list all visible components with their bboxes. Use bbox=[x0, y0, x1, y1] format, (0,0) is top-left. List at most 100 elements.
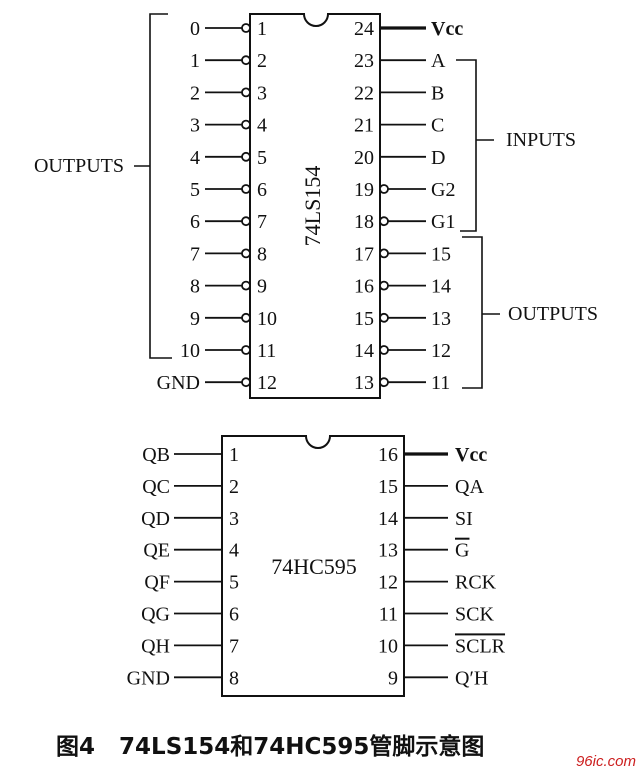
pin-number: 6 bbox=[229, 604, 239, 626]
pin-label: SCK bbox=[455, 604, 494, 626]
inversion-bubble-icon bbox=[241, 248, 251, 259]
u2-right-pin-11: 11 SCK bbox=[379, 604, 495, 626]
pin-number: 12 bbox=[257, 372, 277, 394]
pin-number: 7 bbox=[229, 635, 239, 657]
pin-number: 20 bbox=[354, 147, 374, 169]
pin-label: QA bbox=[455, 476, 484, 498]
chip-74hc595-body bbox=[221, 435, 405, 697]
u2-left-pin-4: 4QE bbox=[143, 540, 239, 562]
figure-caption: 图4 74LS154和74HC595管脚示意图 bbox=[56, 733, 484, 760]
pin-number: 6 bbox=[257, 179, 267, 201]
left-outputs-label: OUTPUTS bbox=[34, 155, 124, 177]
pin-number: 4 bbox=[257, 115, 267, 137]
pin-label: 6 bbox=[190, 211, 200, 233]
inversion-bubble-icon bbox=[379, 345, 389, 355]
pin-label: 12 bbox=[431, 340, 451, 362]
inversion-bubble-icon bbox=[241, 280, 251, 291]
pin-number: 11 bbox=[379, 604, 398, 626]
u2-left-pin-3: 3 QD bbox=[141, 508, 239, 530]
pin-number: 15 bbox=[378, 476, 398, 498]
inversion-bubble-icon bbox=[241, 216, 251, 227]
pin-label: 1 bbox=[190, 50, 200, 72]
pin-number: 13 bbox=[378, 540, 398, 562]
u2-left-pin-7: 7QH bbox=[141, 635, 239, 657]
pin-label: 14 bbox=[431, 276, 451, 298]
pin-number: 5 bbox=[229, 572, 239, 594]
u1-right-pin-21: 21 C bbox=[354, 115, 444, 137]
u1-left-pin-3: 32 bbox=[190, 82, 267, 104]
pin-label: RCK bbox=[455, 572, 497, 594]
inversion-bubble-icon bbox=[241, 87, 251, 98]
inversion-bubble-icon bbox=[241, 345, 251, 355]
pin-number: 2 bbox=[229, 476, 239, 498]
u1-right-pin-14: 14 12 bbox=[354, 340, 451, 362]
pin-label: QD bbox=[141, 508, 170, 530]
u1-left-pin-6: 65 bbox=[190, 179, 267, 201]
pin-number: 14 bbox=[378, 508, 398, 530]
pin-label: 10 bbox=[180, 340, 200, 362]
inversion-bubble-icon bbox=[379, 184, 389, 194]
pin-label: 11 bbox=[431, 372, 450, 394]
pin-label: 5 bbox=[190, 179, 200, 201]
watermark: 96ic.com bbox=[576, 753, 636, 769]
pin-number: 21 bbox=[354, 115, 374, 137]
pin-number: 7 bbox=[257, 211, 267, 233]
inputs-label: INPUTS bbox=[506, 129, 576, 151]
inversion-bubble-icon bbox=[379, 312, 389, 323]
u2-left-pin-5: 5QF bbox=[144, 572, 239, 594]
u2-right-pin-15: 15 QA bbox=[378, 476, 484, 498]
pin-number: 3 bbox=[229, 508, 239, 530]
inversion-bubble-icon bbox=[379, 248, 389, 259]
u1-left-pin-2: 21 bbox=[190, 50, 267, 72]
pin-number: 8 bbox=[229, 667, 239, 689]
pin-number: 1 bbox=[229, 444, 239, 466]
inversion-bubble-icon bbox=[379, 280, 389, 291]
u1-left-pin-4: 43 bbox=[190, 115, 267, 137]
pin-number: 9 bbox=[388, 667, 398, 689]
inversion-bubble-icon bbox=[241, 312, 251, 323]
pin-label: B bbox=[431, 82, 444, 104]
pin-label: Vcc bbox=[455, 444, 487, 466]
pin-number: 3 bbox=[257, 82, 267, 104]
pin-number: 16 bbox=[354, 276, 374, 298]
pin-number: 8 bbox=[257, 243, 267, 265]
u1-left-pin-1: 10 bbox=[190, 18, 267, 40]
u2-left-pin-1: 1 QB bbox=[142, 444, 239, 466]
u1-left-pin-11: 11 10 bbox=[180, 340, 276, 362]
inversion-bubble-icon bbox=[241, 151, 251, 162]
chip-74ls154-body bbox=[249, 13, 381, 399]
pin-number: 2 bbox=[257, 50, 267, 72]
pin-number: 19 bbox=[354, 179, 374, 201]
pin-number: 14 bbox=[354, 340, 374, 362]
pin-number: 11 bbox=[257, 340, 276, 362]
chip-74hc595-name: 74HC595 bbox=[271, 554, 357, 579]
pin-label: QB bbox=[142, 444, 170, 466]
inversion-bubble-icon bbox=[241, 184, 251, 194]
u1-left-pin-8: 87 bbox=[190, 243, 267, 265]
pin-label: SCLR bbox=[455, 635, 506, 657]
pin-label: C bbox=[431, 115, 444, 137]
pin-label: 15 bbox=[431, 243, 451, 265]
pin-number: 15 bbox=[354, 308, 374, 330]
u1-left-pin-9: 98 bbox=[190, 276, 267, 298]
pin-label: QC bbox=[142, 476, 170, 498]
pin-number: 12 bbox=[378, 572, 398, 594]
pin-label: 13 bbox=[431, 308, 451, 330]
pin-number: 17 bbox=[354, 243, 374, 265]
